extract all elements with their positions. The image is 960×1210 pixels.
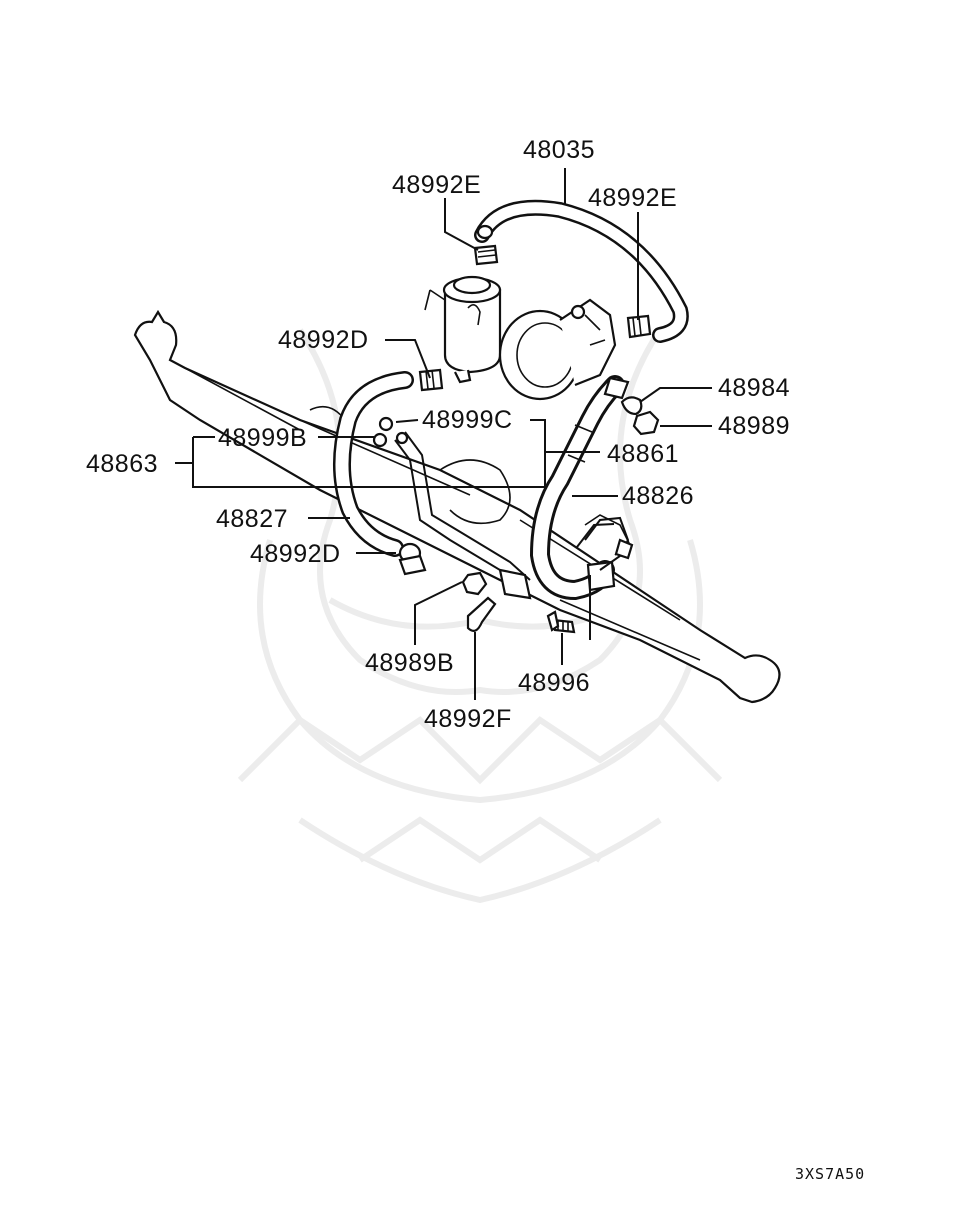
label-48992e-right: 48992E: [588, 184, 677, 212]
suction-hose-48827: [333, 368, 444, 576]
label-48992d-bottom: 48992D: [250, 540, 341, 568]
label-48861: 48861: [607, 440, 679, 468]
small-fittings: [461, 396, 660, 634]
label-48999c: 48999C: [422, 406, 513, 434]
label-48989: 48989: [718, 412, 790, 440]
label-48984: 48984: [718, 374, 790, 402]
return-hose-48035: [473, 199, 689, 343]
label-48827: 48827: [216, 505, 288, 533]
label-48992e-left: 48992E: [392, 171, 481, 199]
pressure-hose-48826: [529, 375, 630, 601]
reservoir-tank: [424, 275, 502, 384]
leader-lines: [175, 168, 712, 700]
o-rings: [372, 416, 409, 448]
figure-code: 3XS7A50: [795, 1165, 865, 1183]
label-48826: 48826: [622, 482, 694, 510]
part-labels: 48035 48992E 48992E 48992D 48984 48989 4…: [86, 136, 790, 733]
return-pipe-48863: [394, 431, 634, 600]
power-steering-pump: [498, 298, 617, 401]
label-48863: 48863: [86, 450, 158, 478]
label-48992d-top: 48992D: [278, 326, 369, 354]
label-48992f: 48992F: [424, 705, 512, 733]
label-48035: 48035: [523, 136, 595, 164]
label-48996: 48996: [518, 669, 590, 697]
label-48999b: 48999B: [218, 424, 307, 452]
label-48989b: 48989B: [365, 649, 454, 677]
